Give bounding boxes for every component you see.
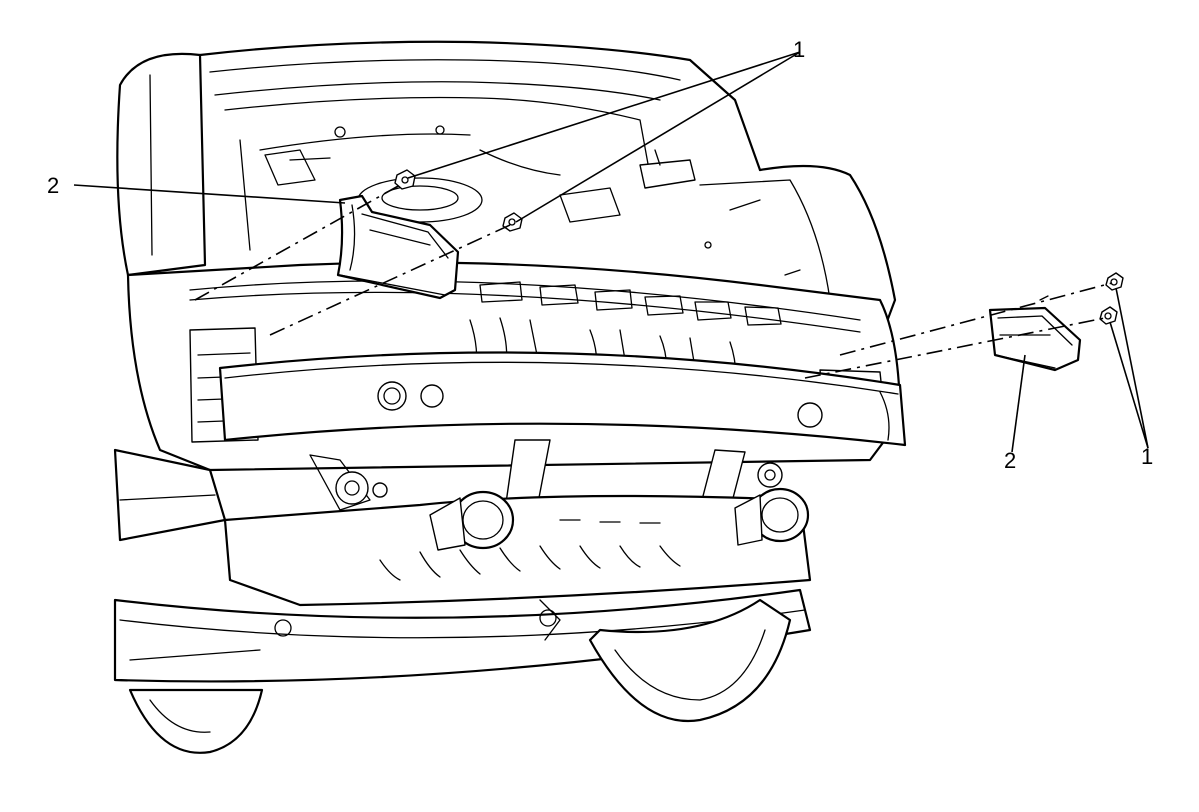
callout-label-1-right: 1	[1141, 444, 1153, 469]
callout-label-1-top: 1	[793, 37, 805, 62]
callout-label-2-right: 2	[1004, 448, 1016, 473]
installation-paths	[194, 184, 1113, 379]
bolt-icon	[1105, 272, 1124, 291]
bolt-icon	[394, 169, 416, 190]
rear-tires	[128, 598, 792, 754]
left-bracket-part	[336, 194, 460, 300]
bumper-impact-bar	[218, 351, 907, 447]
right-bracket-part	[988, 295, 1082, 372]
bolt-icon	[502, 212, 523, 232]
trunk-opening	[116, 40, 897, 342]
underbody	[113, 439, 812, 683]
callout-label-2-left: 2	[47, 173, 59, 198]
bolt-icon	[1099, 306, 1118, 325]
callout-leaders	[73, 51, 1149, 453]
